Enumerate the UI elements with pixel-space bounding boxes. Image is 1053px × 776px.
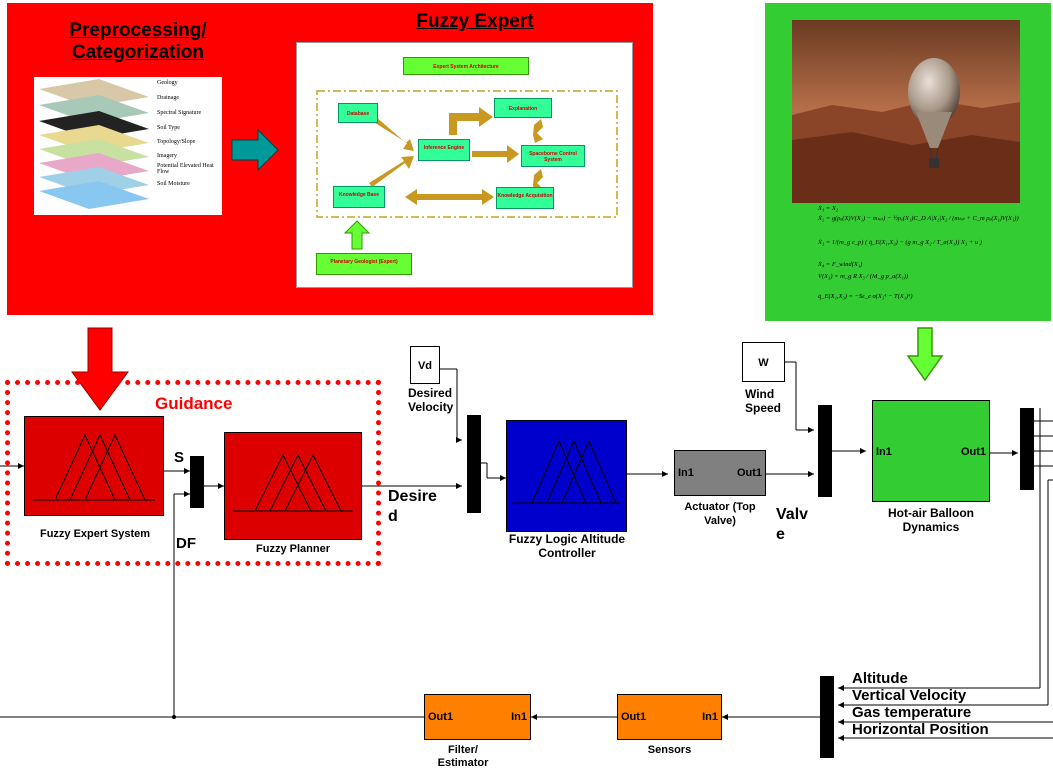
actuator-out-port: Out1 (736, 467, 762, 479)
architecture-panel: Expert System Architecture Database Infe… (296, 42, 633, 288)
layer-label: Topology/Slope (157, 139, 196, 145)
equation: Ẋ₂ = g(ρₐ(X)V(X₁) − mₜₒₜ) − ½ρₐ(X₁)C_D A… (818, 215, 1019, 222)
layer-label: Geology (157, 80, 178, 86)
signal-gas-temperature: Gas temperature (852, 704, 972, 721)
altitude-controller-label: Fuzzy Logic Altitude Controller (508, 532, 626, 560)
filter-in-port: In1 (511, 711, 527, 723)
membership-function-icon (513, 439, 620, 504)
fuzzy-expert-system-label: Fuzzy Expert System (39, 528, 151, 540)
knowledge-base-label: Knowledge Base (338, 192, 379, 198)
balloon-dynamics-label: Hot-air Balloon Dynamics (888, 506, 974, 534)
balloon-out-port: Out1 (960, 446, 986, 458)
equation: Ẋ₄ = F_wind(X₁) (818, 261, 863, 268)
actuator-label: Actuator (Top Valve) (684, 501, 756, 527)
fuzzy-expert-title: Fuzzy Expert (416, 11, 534, 32)
knowledge-acquisition-box: Knowledge Acquisition (496, 187, 554, 209)
fuzzy-planner-block[interactable] (224, 432, 362, 540)
valve-label: Valv e (776, 506, 809, 543)
vd-block[interactable]: Vd (410, 346, 440, 384)
filter-block[interactable]: Out1 In1 (424, 694, 531, 740)
inference-engine-box: Inference Engine (418, 139, 470, 161)
spaceborne-label: Spaceborne Control System (529, 151, 577, 163)
equation: q̇_E(X₁,X₃) = −Sε_e σ(X₃⁴ − T(X₁)⁴) (818, 293, 913, 300)
geologist-label: Planetary Geologist (Expert) (330, 259, 398, 265)
sensors-block[interactable]: Out1 In1 (617, 694, 722, 740)
wind-speed-label: Wind Speed (745, 387, 782, 415)
desired-label: Desire d (388, 488, 437, 525)
spaceborne-box: Spaceborne Control System (521, 145, 585, 167)
balloon-in-port: In1 (876, 446, 892, 458)
valve-mux[interactable] (818, 405, 832, 497)
layer-label: Spectral Signature (157, 110, 202, 116)
equations-block: Ẋ₁ = X₂ Ẋ₂ = g(ρₐ(X)V(X₁) − mₜₒₜ) − ½ρₐ(… (818, 205, 1048, 305)
red-down-arrow-icon (71, 327, 129, 411)
equation: V(X₃) = m_g R X₃ / (M_g p_a(X₁)) (818, 273, 909, 280)
actuator-in-port: In1 (678, 467, 694, 479)
feedback-mux[interactable] (820, 676, 834, 758)
balloon-scene (792, 20, 1020, 203)
layer-labels: Geology Drainage Spectral Signature Soil… (157, 80, 223, 191)
sensors-in-port: In1 (702, 711, 718, 723)
desired-velocity-label: Desired Velocity (408, 386, 454, 414)
teal-arrow-icon (231, 128, 279, 172)
explanation-box: Explanation (494, 98, 552, 118)
architecture-title-box: Expert System Architecture (403, 57, 529, 75)
filter-label: Filter/ Estimator (437, 744, 489, 769)
explanation-label: Explanation (508, 106, 538, 112)
fuzzy-planner-label: Fuzzy Planner (256, 543, 330, 555)
signal-altitude: Altitude (852, 670, 908, 687)
geologist-box: Planetary Geologist (Expert) (316, 253, 412, 275)
balloon-image (792, 20, 1020, 203)
preprocessing-title: Preprocessing/ Categorization (69, 20, 207, 63)
database-box: Database (338, 103, 378, 123)
altitude-controller-block[interactable] (506, 420, 627, 532)
knowledge-base-box: Knowledge Base (333, 186, 385, 208)
output-demux[interactable] (1020, 408, 1034, 490)
layer-stack-image (34, 77, 222, 215)
vd-label: Vd (417, 360, 433, 372)
knowledge-acquisition-label: Knowledge Acquisition (497, 193, 553, 199)
membership-function-icon (33, 433, 155, 501)
sensors-out-port: Out1 (621, 711, 647, 723)
balloon-dynamics-block[interactable]: In1 Out1 (872, 400, 990, 502)
s-label: S (174, 449, 185, 466)
layer-label: Imagery (157, 153, 177, 159)
database-label: Database (346, 111, 370, 117)
guidance-box (5, 380, 381, 566)
sensors-label: Sensors (647, 744, 692, 756)
layer-stack-graphic (39, 79, 149, 209)
actuator-block[interactable]: In1 Out1 (674, 450, 766, 496)
wind-block[interactable]: W (742, 342, 785, 382)
guidance-mux[interactable] (190, 456, 204, 508)
guidance-label: Guidance (155, 394, 233, 413)
filter-out-port: Out1 (428, 711, 454, 723)
fuzzy-expert-system-block[interactable] (24, 416, 164, 516)
signal-vertical-velocity: Vertical Velocity (852, 687, 967, 704)
membership-function-icon (233, 453, 353, 512)
equation: Ẋ₁ = X₂ (818, 205, 839, 212)
layer-label: Drainage (157, 95, 179, 101)
architecture-title: Expert System Architecture (433, 64, 499, 70)
signal-horizontal-position: Horizontal Position (852, 721, 989, 738)
layer-label: Soil Type (157, 125, 180, 131)
inference-engine-label: Inference Engine (423, 145, 465, 151)
layer-label: Potential Elevated Heat Flow (157, 163, 214, 175)
df-label: DF (176, 535, 196, 552)
green-down-arrow-icon (906, 327, 944, 382)
layer-label: Soil Moisture (157, 181, 190, 187)
wind-label: W (758, 357, 769, 369)
desired-mux[interactable] (467, 415, 481, 513)
architecture-graphic (316, 90, 618, 250)
feedback-signals: Altitude Vertical Velocity Gas temperatu… (852, 670, 989, 738)
equation: Ẋ₃ = 1/(m_g c_p) ( q̇_E(X₁,X₃) − (g m_g … (818, 239, 982, 246)
